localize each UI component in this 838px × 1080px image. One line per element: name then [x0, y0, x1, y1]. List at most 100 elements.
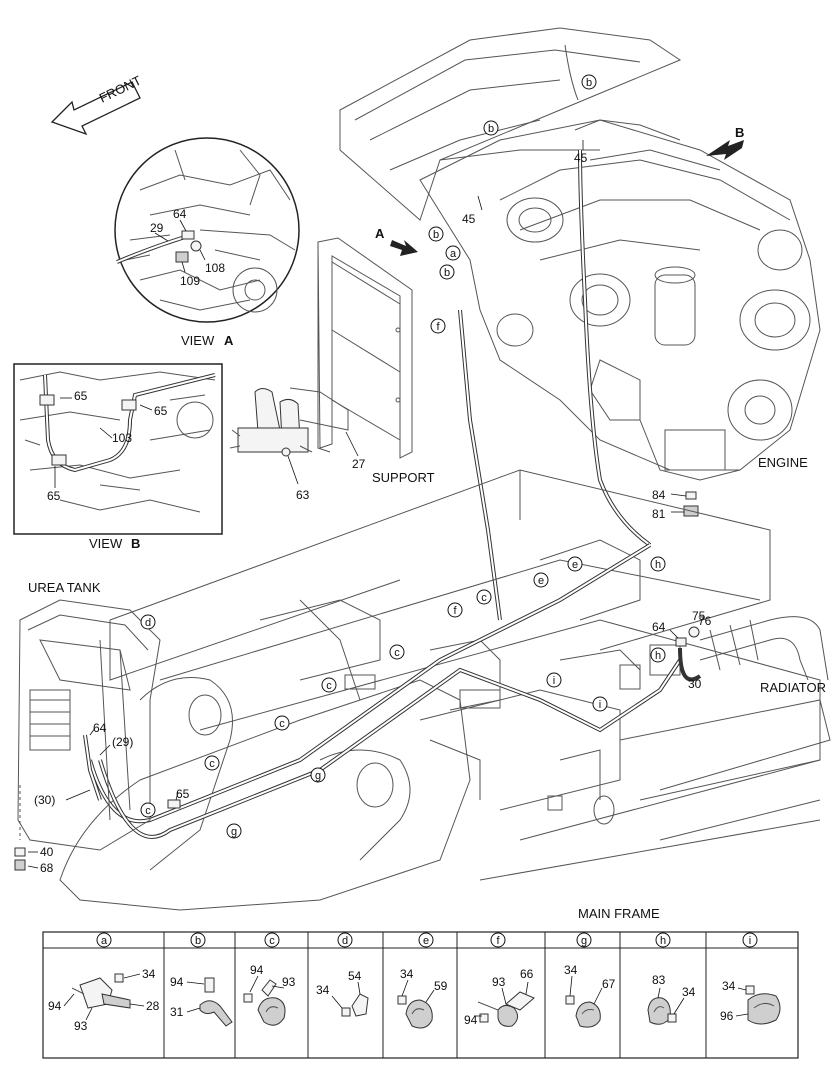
callout-64-right: 64 — [652, 620, 666, 634]
panel-e-part-34: 34 — [400, 967, 414, 981]
callout-27: 27 — [352, 457, 366, 471]
callout-30-left: (30) — [34, 793, 55, 807]
detail-panel-b: b 94 31 — [170, 932, 233, 1027]
clip-marker-b3: b — [428, 226, 444, 242]
arrow-a-letter: A — [375, 226, 385, 241]
clip-marker-b1: b — [581, 74, 597, 90]
callout-109: 109 — [180, 274, 200, 288]
callout-81: 81 — [652, 507, 666, 521]
callout-29-left: (29) — [112, 735, 133, 749]
panel-b-part-94: 94 — [170, 975, 184, 989]
front-arrow-icon: FRONT — [50, 73, 144, 136]
callout-75: 75 — [692, 609, 706, 623]
clip-marker-b4: b — [439, 264, 455, 280]
panel-f-part-94: 94 — [464, 1013, 478, 1027]
svg-text:h: h — [655, 650, 661, 662]
callout-84: 84 — [652, 488, 666, 502]
svg-text:g: g — [315, 770, 321, 782]
callout-30-right: 30 — [688, 677, 702, 691]
callout-65-frame: 65 — [176, 787, 190, 801]
panel-a-part-28: 28 — [146, 999, 160, 1013]
callout-45-mid: 45 — [462, 212, 476, 226]
panel-h-part-83: 83 — [652, 973, 666, 987]
svg-text:g: g — [581, 935, 587, 947]
urea-pump-module — [229, 387, 349, 457]
svg-text:c: c — [394, 647, 400, 659]
detail-panel-e: e 34 59 — [397, 932, 448, 1029]
callout-63: 63 — [296, 488, 310, 502]
panel-a-part-93: 93 — [74, 1019, 88, 1033]
panel-a-part-34: 34 — [142, 967, 156, 981]
clip-marker-i2: i — [592, 696, 608, 712]
svg-text:i: i — [553, 675, 555, 687]
view-b-title: VIEW — [89, 536, 123, 551]
view-a-title: VIEW — [181, 333, 215, 348]
callout-40: 40 — [40, 845, 54, 859]
svg-text:c: c — [209, 758, 215, 770]
svg-text:c: c — [269, 935, 275, 947]
callout-68: 68 — [40, 861, 54, 875]
detail-panel-c: c 94 93 — [243, 932, 296, 1026]
callout-65-right: 65 — [154, 404, 168, 418]
view-a-arrow-icon — [390, 240, 418, 256]
support-label: SUPPORT — [372, 470, 435, 485]
callout-64-left: 64 — [93, 721, 107, 735]
svg-text:i: i — [599, 699, 601, 711]
svg-text:c: c — [326, 680, 332, 692]
svg-text:e: e — [572, 559, 578, 571]
svg-text:d: d — [342, 935, 348, 947]
detail-panel-i: i 34 96 — [720, 932, 781, 1025]
svg-text:f: f — [436, 321, 440, 333]
svg-text:g: g — [231, 826, 237, 838]
svg-text:a: a — [450, 248, 457, 260]
callout-76: 76 — [698, 614, 712, 628]
callout-29: 29 — [150, 221, 164, 235]
panel-h-part-34: 34 — [682, 985, 696, 999]
callout-45-top: 45 — [574, 151, 588, 165]
callout-64: 64 — [173, 207, 187, 221]
clip-marker-i1: i — [546, 672, 562, 688]
panel-b-part-31: 31 — [170, 1005, 184, 1019]
clip-markers: b b b a b f d c f e e h c c i h i c c g … — [140, 74, 666, 839]
panel-e-part-59: 59 — [434, 979, 448, 993]
svg-text:e: e — [423, 935, 429, 947]
clip-marker-h2: h — [650, 647, 666, 663]
svg-text:i: i — [749, 935, 751, 947]
panel-f-part-66: 66 — [520, 967, 534, 981]
svg-text:e: e — [538, 575, 544, 587]
panel-a-part-94: 94 — [48, 999, 62, 1013]
svg-text:b: b — [195, 935, 201, 947]
svg-text:h: h — [660, 935, 666, 947]
clip-marker-b2: b — [483, 120, 499, 136]
radiator-pipe — [699, 616, 829, 681]
svg-text:c: c — [481, 592, 487, 604]
svg-text:f: f — [496, 935, 500, 947]
svg-text:a: a — [101, 935, 108, 947]
panel-f-part-93: 93 — [492, 975, 506, 989]
detail-panel-strip — [42, 931, 799, 1059]
panel-c-part-93: 93 — [282, 975, 296, 989]
radiator-label: RADIATOR — [760, 680, 826, 695]
panel-g-part-67: 67 — [602, 977, 616, 991]
clip-marker-c3: c — [321, 677, 337, 693]
clip-marker-g1: g — [310, 767, 326, 783]
callout-65-top: 65 — [74, 389, 88, 403]
clip-marker-d: d — [140, 614, 156, 630]
clip-marker-c6: c — [140, 802, 156, 818]
main-frame-label: MAIN FRAME — [578, 906, 660, 921]
clip-marker-f1: f — [430, 318, 446, 334]
clip-marker-c1: c — [476, 589, 492, 605]
main-frame — [59, 469, 831, 911]
view-b-letter: B — [131, 536, 140, 551]
detail-panel-g: g 34 67 — [564, 932, 616, 1028]
svg-text:b: b — [433, 229, 439, 241]
view-b-arrow-icon — [706, 140, 744, 160]
svg-text:b: b — [444, 267, 450, 279]
arrow-b-letter: B — [735, 125, 744, 140]
callout-108: 108 — [205, 261, 225, 275]
clip-marker-c5: c — [204, 755, 220, 771]
svg-text:c: c — [145, 805, 151, 817]
view-a-detail: 29 64 108 109 — [114, 137, 300, 323]
clip-marker-c2: c — [389, 644, 405, 660]
